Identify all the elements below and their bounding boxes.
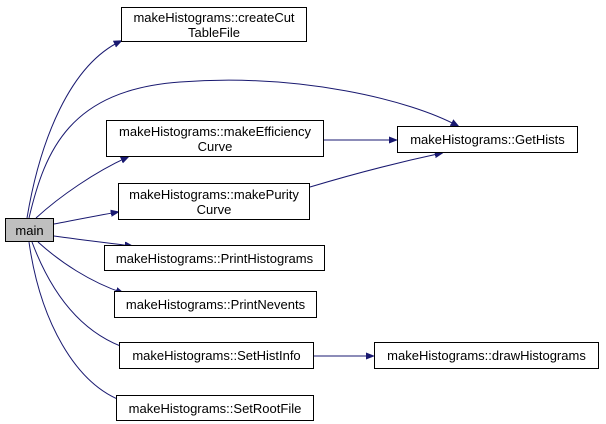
edge-main-setRoot: [28, 241, 125, 402]
node-setRootFile[interactable]: makeHistograms::SetRootFile: [116, 395, 314, 421]
edge-main-makePur: [53, 212, 118, 225]
edge-main-setHistInfo: [31, 241, 132, 350]
node-makePur-line2: Curve: [196, 201, 232, 217]
node-setHistInfo-label: makeHistograms::SetHistInfo: [132, 348, 301, 363]
node-makePur-line1: makeHistograms::makePurity: [129, 186, 299, 202]
edge-main-makeEff: [35, 157, 128, 219]
edge-main-printNev: [37, 241, 123, 293]
node-printHistograms[interactable]: makeHistograms::PrintHistograms: [104, 245, 325, 271]
node-getHists-label: makeHistograms::GetHists: [410, 132, 565, 147]
node-drawHistograms[interactable]: makeHistograms::drawHistograms: [374, 342, 599, 369]
node-makeEfficiencyCurve[interactable]: makeHistograms::makeEfficiency Curve: [106, 120, 324, 157]
node-printNev-label: makeHistograms::PrintNevents: [125, 297, 306, 312]
node-getHists[interactable]: makeHistograms::GetHists: [397, 126, 578, 153]
node-makeEff-line1: makeHistograms::makeEfficiency: [119, 123, 311, 139]
node-createCut-line1: makeHistograms::createCut: [133, 9, 295, 25]
edge-makePur-getHists: [309, 153, 442, 188]
node-main[interactable]: main: [5, 218, 54, 242]
node-setRoot-label: makeHistograms::SetRootFile: [128, 400, 302, 416]
node-makePurityCurve[interactable]: makeHistograms::makePurity Curve: [118, 183, 310, 220]
node-printHist-label: makeHistograms::PrintHistograms: [115, 250, 314, 266]
node-setHistInfo[interactable]: makeHistograms::SetHistInfo: [119, 342, 314, 369]
node-makeEff-line2: Curve: [197, 138, 233, 154]
edge-main-createCut: [26, 41, 121, 219]
node-createCut-line2: TableFile: [187, 24, 241, 40]
node-printNevents[interactable]: makeHistograms::PrintNevents: [114, 291, 317, 318]
node-drawHist-label: makeHistograms::drawHistograms: [387, 348, 586, 363]
node-main-label: main: [15, 222, 44, 238]
node-createCutTableFile[interactable]: makeHistograms::createCut TableFile: [121, 7, 307, 42]
edge-main-getHists: [28, 79, 458, 219]
edge-main-printHist: [53, 235, 132, 246]
